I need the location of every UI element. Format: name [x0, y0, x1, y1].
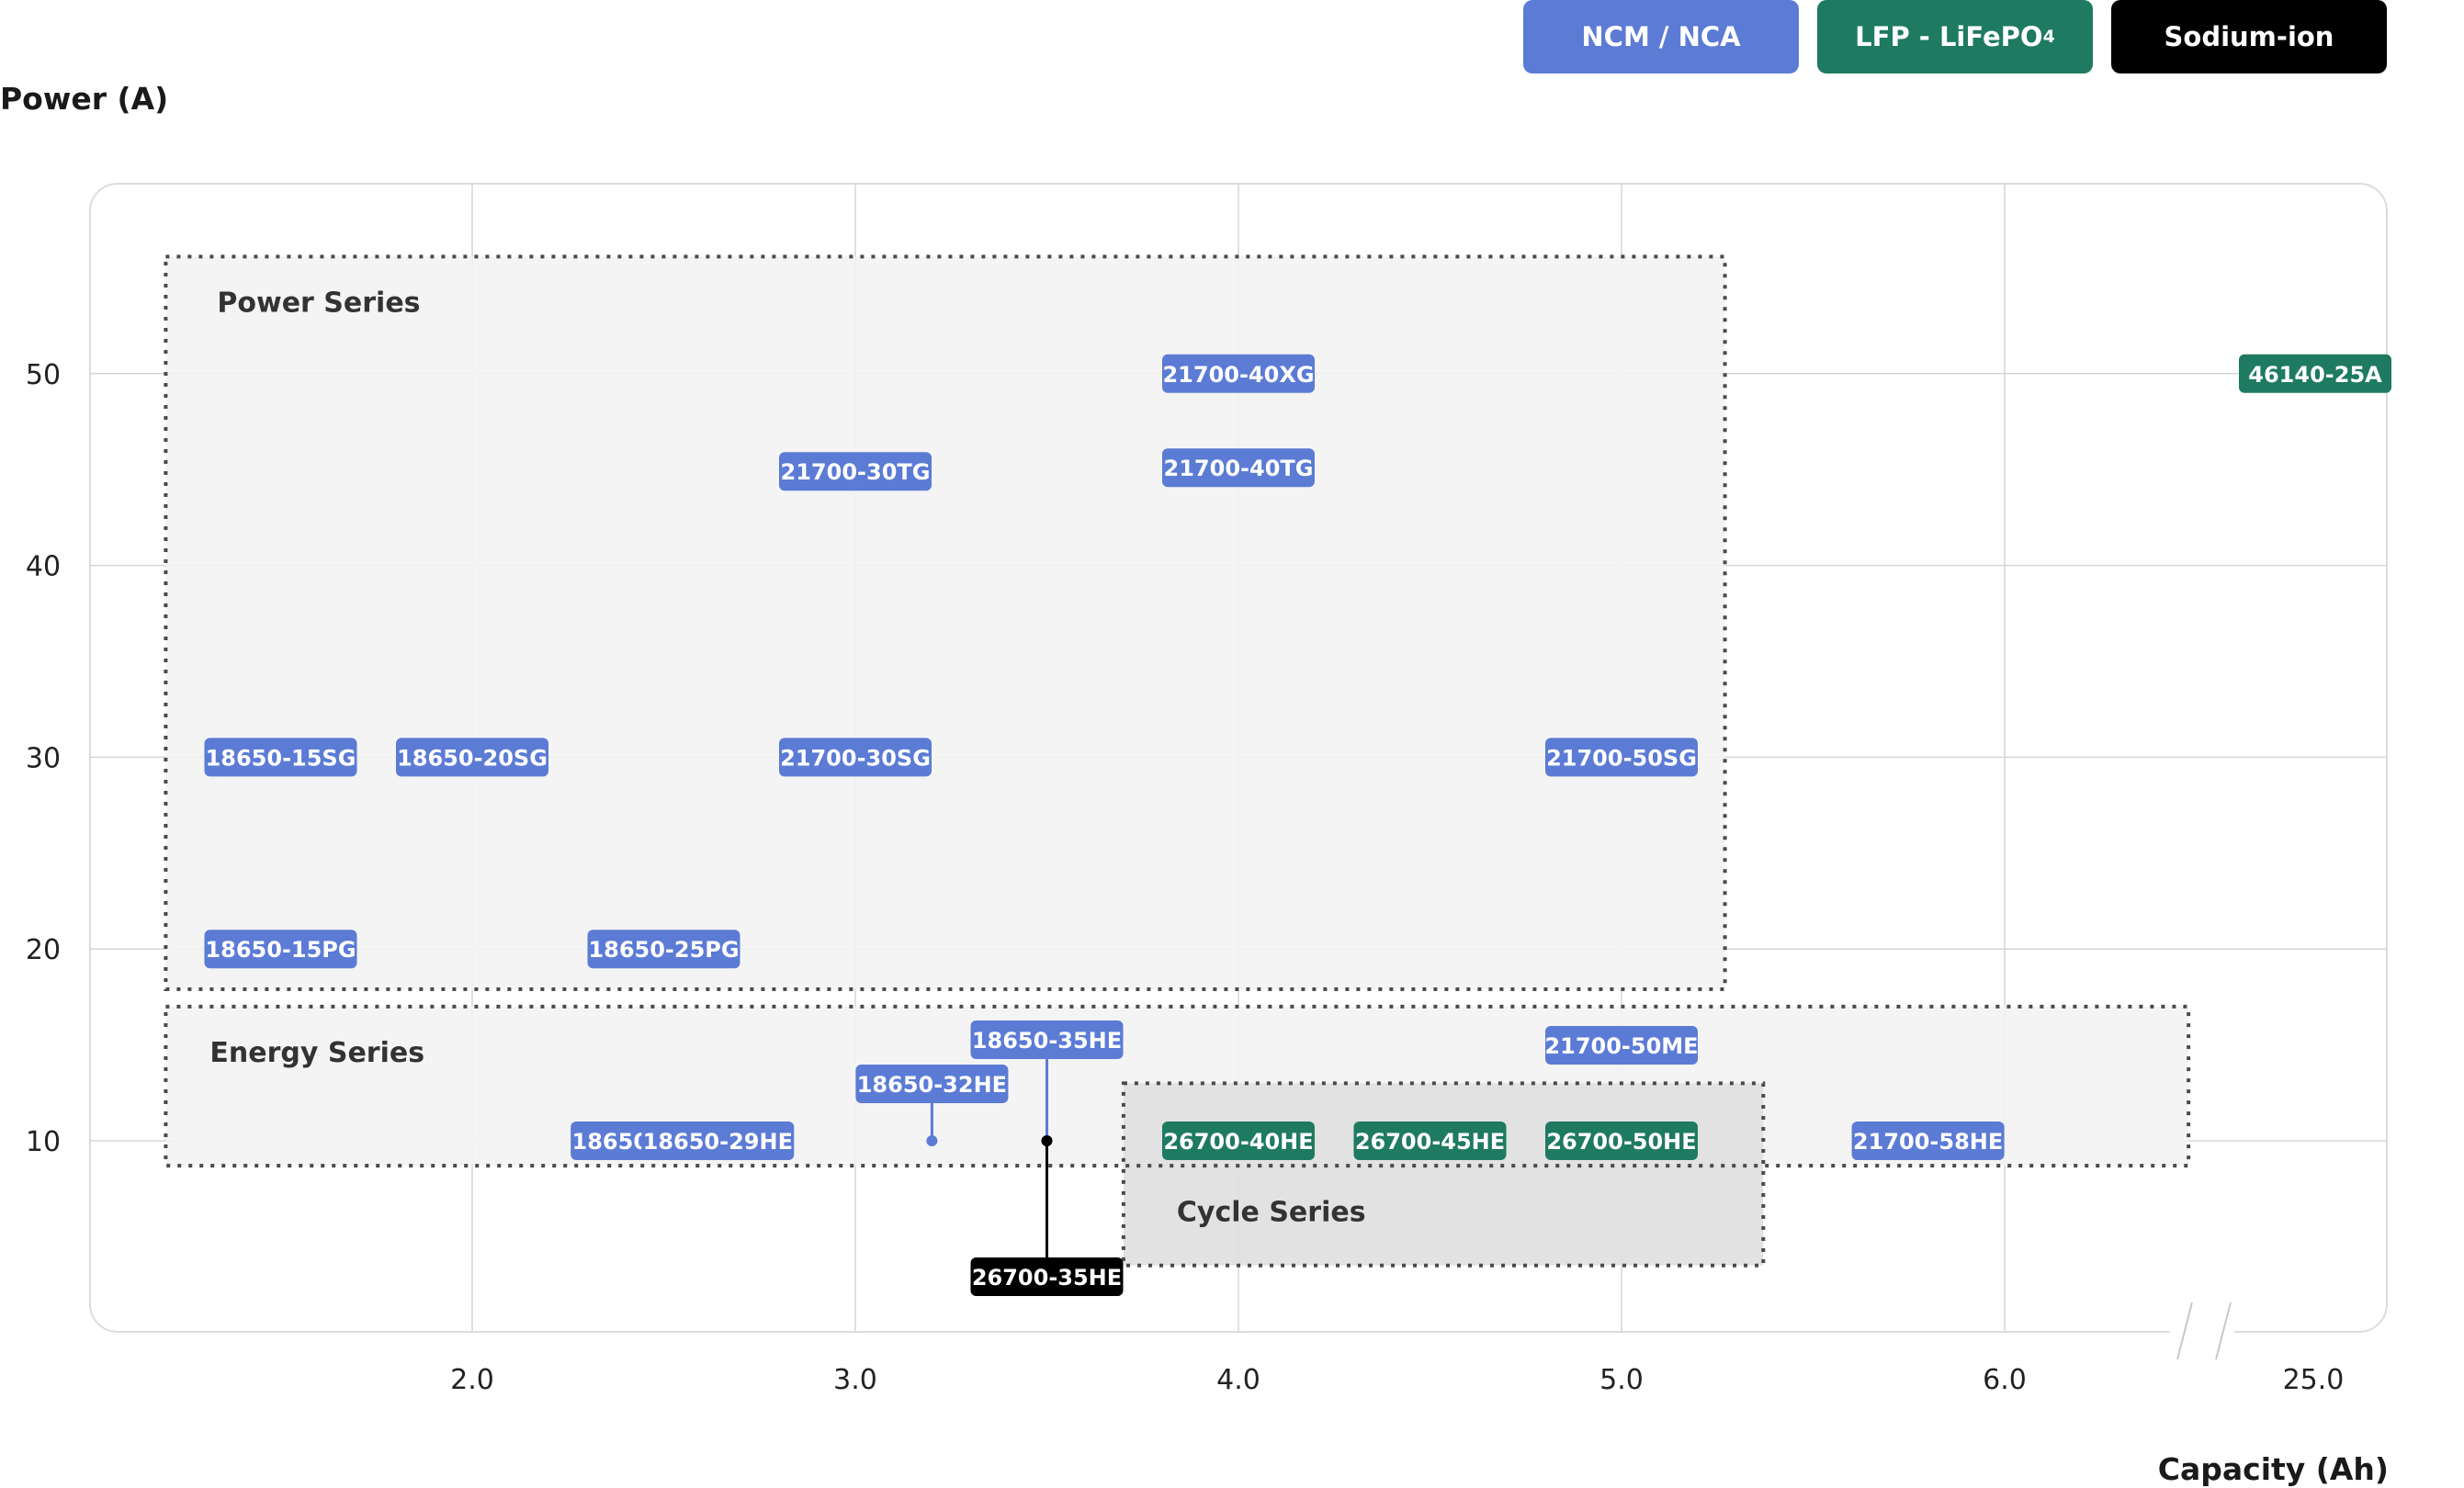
point-label-text: 18650-25PG [588, 937, 739, 963]
y-tick-label: 30 [26, 742, 61, 774]
region-label: Energy Series [209, 1037, 424, 1069]
point-label-text: 26700-50HE [1546, 1129, 1696, 1155]
point-label-text: 18650-35HE [972, 1028, 1122, 1054]
x-tick-label: 4.0 [1216, 1364, 1260, 1396]
point-label: 18650-20SG [396, 738, 548, 777]
x-tick-label: 2.0 [450, 1364, 494, 1396]
x-tick-label: 5.0 [1599, 1364, 1644, 1396]
point-label: 21700-30SG [779, 738, 932, 777]
point-label-text: 18650-20SG [397, 745, 548, 771]
point-label: 21700-30TG [779, 452, 932, 491]
point-label-text: 21700-50ME [1544, 1033, 1698, 1059]
point-label-text: 18650-15SG [206, 745, 356, 771]
point-label-text: 18650-29HE [643, 1129, 793, 1155]
point-label-text: 26700-45HE [1355, 1129, 1505, 1155]
point-label-text: 18650-15PG [205, 937, 356, 963]
point-label-text: 21700-40XG [1162, 362, 1314, 388]
point-label-text: 46140-25A [2248, 362, 2382, 388]
point-label-text: 21700-50SG [1546, 745, 1697, 771]
legend-label: LFP - LiFePO [1855, 21, 2043, 52]
point-label: 18650-29HE [641, 1122, 795, 1160]
legend-label-subscript: 4 [2042, 27, 2055, 47]
point-label-bg [1162, 354, 1315, 393]
point-label-bg [970, 1257, 1124, 1296]
data-point [1041, 1135, 1053, 1146]
point-label-bg [855, 1065, 1009, 1103]
point-label-bg [1851, 1122, 2005, 1160]
point-label-bg [779, 452, 932, 491]
point-label-bg [396, 738, 548, 777]
x-tick-label: 3.0 [833, 1364, 877, 1396]
point-label: 26700-50HE [1545, 1122, 1698, 1160]
x-tick-label: 25.0 [2283, 1364, 2345, 1396]
point-label-bg [970, 1020, 1124, 1059]
point-label: 18650-15SG [204, 738, 357, 777]
region-label: Cycle Series [1177, 1196, 1366, 1228]
point-label-text: 21700-58HE [1853, 1129, 2003, 1155]
point-label-text: 26700-35HE [972, 1265, 1122, 1291]
y-tick-label: 20 [26, 934, 61, 966]
point-label: 21700-50ME [1544, 1026, 1699, 1065]
point-label: 26700-45HE [1353, 1122, 1507, 1160]
legend-button-1[interactable]: NCM / NCA [1523, 0, 1799, 73]
axis-break-gap [2170, 1313, 2234, 1350]
region-border [1121, 1081, 1766, 1268]
point-label-text: 21700-40TG [1164, 456, 1314, 481]
x-tick-label: 6.0 [1983, 1364, 2027, 1396]
point-label-bg [641, 1122, 795, 1160]
point-label-text: 26700-40HE [1163, 1129, 1313, 1155]
point-label: 18650-32HE [855, 1065, 1009, 1103]
point-label: 26700-35HE [970, 1257, 1124, 1296]
y-tick-label: 10 [26, 1126, 61, 1158]
region-box [165, 256, 1725, 990]
point-label-bg [1353, 1122, 1507, 1160]
point-label: 18650-15PG [204, 930, 357, 969]
point-label: 18650-35HE [970, 1020, 1124, 1059]
point-label-bg [1162, 448, 1315, 488]
point-label-bg [587, 930, 740, 969]
point-label-text: 21700-30TG [781, 459, 931, 485]
point-label-bg [1545, 1122, 1698, 1160]
point-label: 46140-25A [2239, 354, 2391, 393]
point-label: 18650-25PG [587, 930, 740, 969]
point-label-bg [204, 930, 357, 969]
data-point [926, 1135, 938, 1146]
region-box [1123, 1083, 1764, 1266]
legend-label: NCM / NCA [1581, 21, 1741, 52]
point-label-bg [779, 738, 932, 777]
point-label-bg [2239, 354, 2391, 393]
point-label: 26700-40HE [1162, 1122, 1315, 1160]
point-label: 21700-50SG [1545, 738, 1698, 777]
point-label-text: 21700-30SG [780, 745, 931, 771]
axis-break-mark [2215, 1302, 2232, 1360]
y-tick-label: 40 [26, 551, 61, 583]
y-tick-label: 50 [26, 359, 61, 391]
axis-break-mark [2176, 1302, 2193, 1360]
point-label: 21700-40TG [1162, 448, 1315, 488]
x-axis-title: Capacity (Ah) [2157, 1451, 2389, 1487]
point-label: 21700-40XG [1162, 354, 1315, 393]
point-label-bg [204, 738, 357, 777]
region-label: Power Series [217, 287, 420, 319]
y-axis-title: Power (A) [0, 81, 169, 117]
point-label-bg [1545, 738, 1698, 777]
legend-label: Sodium-ion [2164, 21, 2334, 52]
point-label-text: 18650-32HE [857, 1072, 1007, 1098]
legend-button-3[interactable]: Sodium-ion [2111, 0, 2387, 73]
point-label-bg [1162, 1122, 1315, 1160]
point-label-bg [1545, 1026, 1698, 1065]
point-label: 21700-58HE [1851, 1122, 2005, 1160]
